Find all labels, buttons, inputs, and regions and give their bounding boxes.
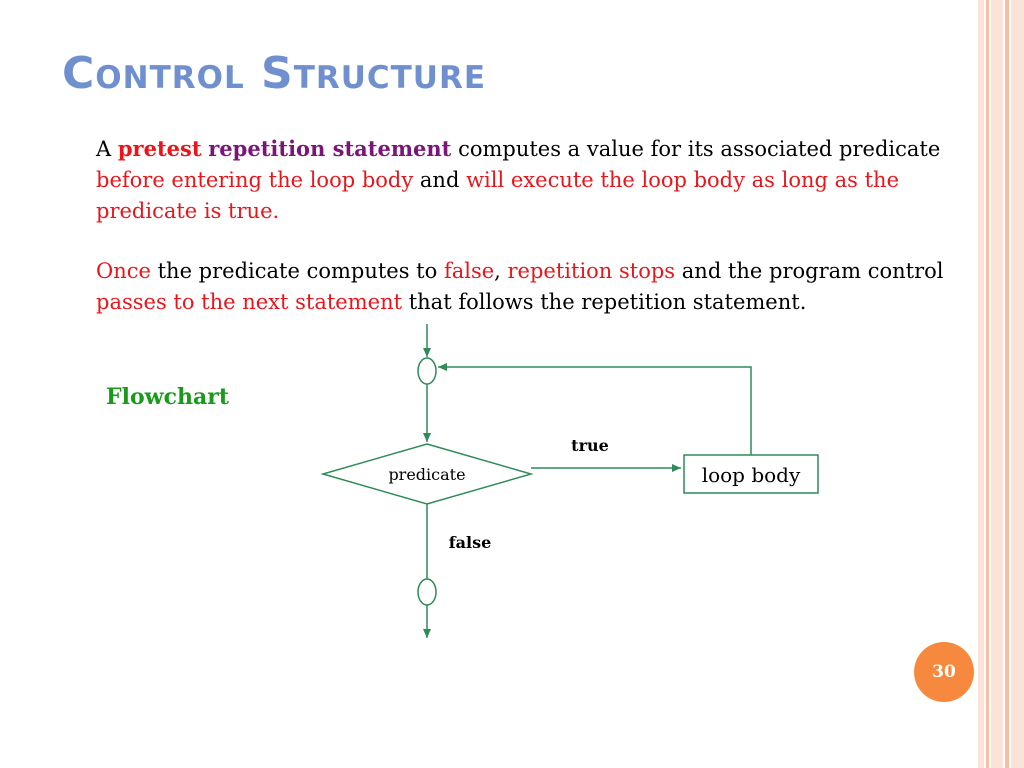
p1-text-1: A [96, 137, 118, 161]
loop-body-label: loop body [702, 463, 801, 487]
merge-connector [417, 357, 437, 385]
paragraph-pretest: A pretest repetition statement computes … [96, 133, 966, 227]
border-stripe-1 [978, 0, 984, 768]
p2-text-2: , [494, 259, 508, 283]
term-repetition-statement: repetition statement [208, 136, 452, 161]
true-label: true [571, 436, 609, 455]
slide-title: Control Structure [62, 48, 487, 99]
p2-text-1: the predicate computes to [150, 259, 444, 283]
loop-body-box [683, 454, 819, 494]
p2-highlight-repetition-stops: repetition stops [507, 259, 676, 283]
predicate-label: predicate [388, 465, 465, 484]
p2-text-3: and the program control [675, 259, 944, 283]
p1-highlight-will-execute: will execute the loop body as long as th… [96, 168, 899, 223]
flowchart-label: Flowchart [106, 384, 229, 410]
border-stripe-5 [1011, 0, 1024, 768]
page-number-badge: 30 [914, 642, 974, 702]
p1-highlight-before-loop: before entering the loop body [96, 168, 414, 192]
p2-highlight-passes: passes to the next statement [96, 290, 403, 314]
border-stripe-3 [991, 0, 1003, 768]
p1-text-4: and [413, 168, 467, 192]
p1-text-3: computes a value for its associated pred… [451, 137, 941, 161]
p2-highlight-false: false [443, 259, 495, 283]
border-stripe-2 [986, 0, 989, 768]
paragraph-once: Once the predicate computes to false, re… [96, 256, 966, 318]
false-label: false [449, 533, 492, 552]
loop-back-arrow [438, 363, 752, 455]
exit-connector [417, 578, 437, 606]
p2-highlight-once: Once [96, 259, 151, 283]
border-stripe-4 [1005, 0, 1009, 768]
term-pretest: pretest [117, 136, 202, 161]
p2-text-4: that follows the repetition statement. [402, 290, 807, 314]
